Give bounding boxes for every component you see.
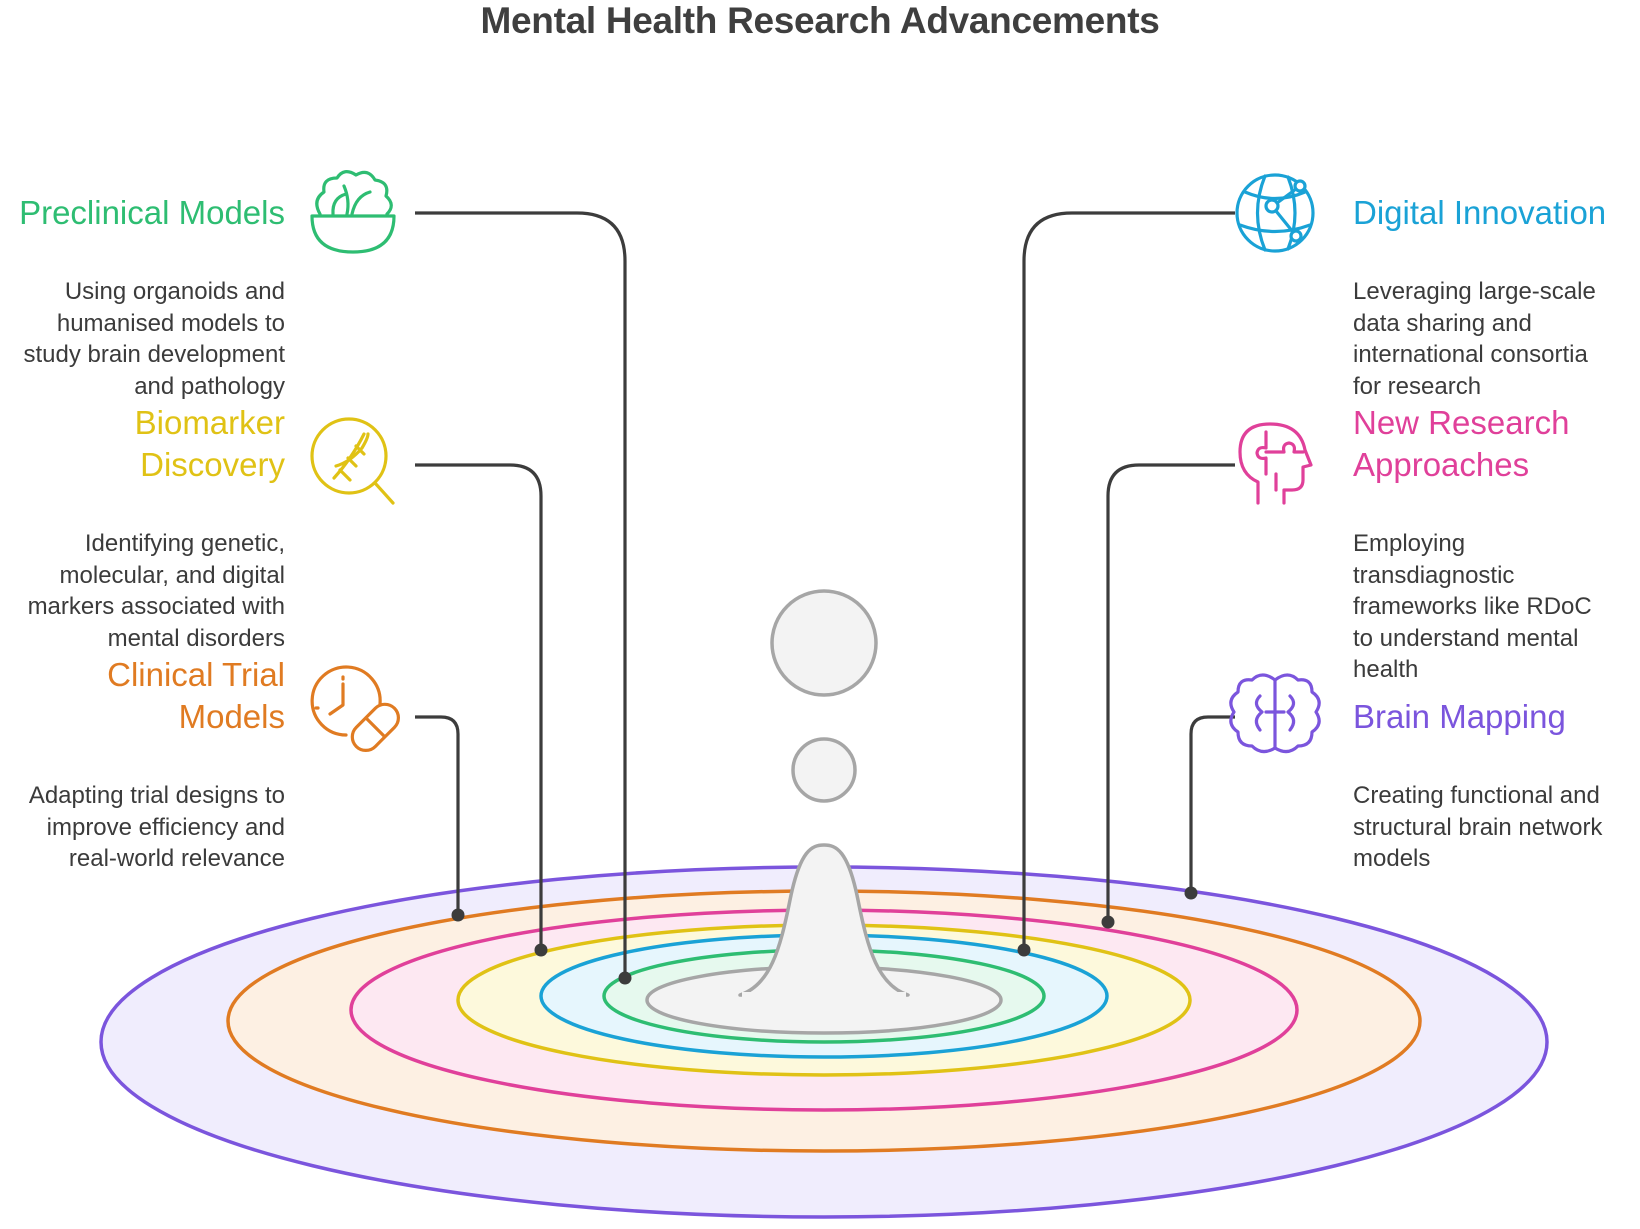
description-line: data sharing and — [1353, 309, 1532, 337]
description-line: for research — [1353, 372, 1482, 400]
connector-dots — [451, 886, 1198, 985]
description-clinical: Adapting trial designs to improve efficie… — [0, 780, 285, 875]
description-line: study brain development — [23, 341, 286, 368]
heading-line: New Research — [1353, 404, 1570, 441]
dot-clinical — [451, 908, 465, 922]
heading-line: Discovery — [140, 446, 285, 483]
water-drop-small — [791, 737, 857, 803]
description-line: Leveraging large-scale — [1353, 278, 1596, 305]
salad-bowl-icon — [310, 170, 396, 254]
water-drop-large — [770, 589, 878, 697]
connector-clinical — [415, 715, 460, 915]
description-line: health — [1353, 656, 1419, 683]
description-line: humanised models to — [56, 309, 285, 337]
description-line: transdiagnostic — [1353, 561, 1515, 589]
heading-brain-mapping: Brain Mapping — [1353, 696, 1640, 738]
description-line: models — [1353, 845, 1431, 872]
page-title: Mental Health Research Advancements — [480, 0, 1160, 41]
heading-line: Digital Innovation — [1353, 194, 1607, 231]
description-line: to understand mental — [1353, 624, 1579, 652]
heading-line: Models — [178, 698, 285, 735]
connector-brain-mapping — [1189, 715, 1235, 893]
heading-line: Preclinical Models — [19, 194, 285, 231]
heading-line: Approaches — [1353, 446, 1530, 483]
heading-line: Biomarker — [134, 404, 285, 441]
description-digital: Leveraging large-scale data sharing and in… — [1353, 276, 1640, 402]
description-line: Employing — [1353, 530, 1466, 557]
heading-line: Clinical Trial — [107, 656, 285, 693]
connector-new-research — [1106, 463, 1235, 922]
description-line: international consortia — [1353, 341, 1588, 368]
brain-icon — [1229, 673, 1321, 754]
heading-preclinical: Preclinical Models — [0, 192, 285, 234]
description-line: markers associated with — [27, 593, 285, 620]
description-brain-mapping: Creating functional and structural brain … — [1353, 780, 1640, 875]
puzzle-head-icon — [1238, 422, 1313, 505]
description-line: Creating functional and — [1353, 782, 1600, 809]
dot-new-research — [1101, 915, 1115, 929]
dot-digital — [1017, 943, 1031, 957]
description-line: mental disorders — [107, 624, 285, 652]
dot-biomarker — [534, 943, 548, 957]
dot-brain-mapping — [1184, 886, 1198, 900]
description-line: improve efficiency and — [46, 813, 285, 841]
network-globe-icon — [1235, 173, 1315, 253]
description-biomarker: Identifying genetic, molecular, and digit… — [0, 528, 285, 654]
description-line: real-world relevance — [68, 845, 285, 872]
description-line: molecular, and digital — [59, 561, 285, 589]
connector-digital — [1022, 211, 1235, 950]
description-line: structural brain network — [1353, 813, 1603, 841]
heading-digital: Digital Innovation — [1353, 192, 1640, 234]
dna-magnifier-icon — [310, 417, 395, 505]
description-line: Using organoids and — [64, 278, 285, 305]
description-preclinical: Using organoids and humanised models to st… — [0, 276, 286, 402]
description-new-research: Employing transdiagnostic frameworks like … — [1353, 528, 1640, 686]
splash-peak — [738, 843, 910, 997]
connectors — [415, 211, 1235, 978]
heading-line: Brain Mapping — [1353, 698, 1566, 735]
connector-preclinical — [415, 211, 627, 978]
description-line: Identifying genetic, — [84, 530, 285, 557]
description-line: Adapting trial designs to — [28, 782, 285, 809]
ripple-rings — [99, 865, 1549, 1219]
description-line: and pathology — [134, 372, 285, 400]
connector-biomarker — [415, 463, 543, 950]
clock-pill-icon — [310, 665, 400, 752]
dot-preclinical — [618, 971, 632, 985]
description-line: frameworks like RDoC — [1353, 593, 1592, 620]
